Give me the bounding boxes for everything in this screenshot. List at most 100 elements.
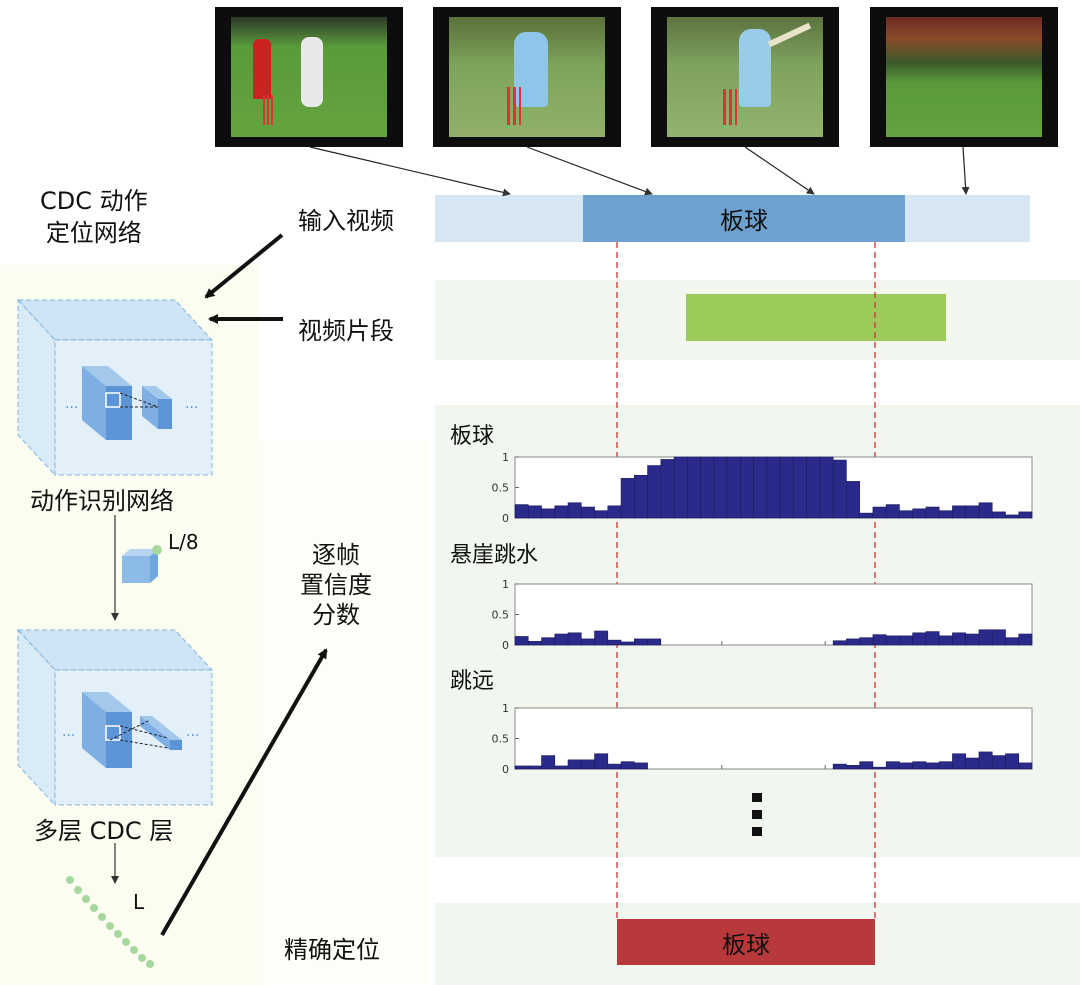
score-bar	[554, 505, 569, 519]
score-bar	[567, 759, 582, 770]
cdc-network-title: CDC 动作 定位网络	[40, 187, 148, 247]
recognition-network-cube: ··· ···	[16, 298, 214, 477]
score-bar	[527, 641, 542, 646]
l-label: L	[133, 890, 145, 914]
score-bar	[899, 635, 913, 646]
score-bar	[607, 763, 622, 770]
score-bar	[700, 456, 715, 519]
score-bar	[952, 505, 967, 519]
long-jump-score-chart: 10.50	[492, 702, 1033, 776]
l8-feature-cube	[122, 545, 162, 583]
score-bar	[978, 629, 993, 646]
score-bar	[1005, 753, 1020, 770]
score-bar	[687, 456, 701, 519]
score-bar	[594, 753, 609, 770]
score-bar	[872, 506, 887, 519]
y-tick-label: 0.5	[492, 609, 510, 622]
score-bar	[580, 506, 595, 519]
score-bar	[647, 638, 662, 646]
score-bar	[885, 761, 900, 770]
score-bar	[846, 765, 860, 770]
chart-2-title: 悬崖跳水	[450, 543, 539, 568]
score-bar	[607, 639, 622, 646]
score-bar	[952, 753, 967, 770]
video-frame-1	[215, 7, 403, 147]
video-segment-label: 视频片段	[298, 317, 394, 345]
batsman-frame-1-image	[449, 17, 605, 137]
score-bar	[753, 456, 768, 519]
svg-text:···: ···	[186, 728, 199, 744]
score-bar	[846, 481, 860, 519]
score-bar	[541, 755, 556, 770]
score-bar	[938, 761, 953, 770]
score-bar	[899, 510, 913, 519]
score-bar	[673, 456, 688, 519]
score-bar	[991, 511, 1006, 519]
svg-text:···: ···	[62, 728, 75, 744]
umpire-figure	[253, 39, 271, 99]
batsman-frame-2-image	[667, 17, 823, 137]
score-bar	[607, 505, 622, 519]
stumps	[507, 87, 521, 125]
score-bar	[554, 633, 569, 646]
score-bar	[912, 761, 927, 770]
score-bar	[819, 456, 834, 519]
frame-3-arrow	[744, 146, 815, 195]
input-video-label: 输入视频	[298, 207, 394, 235]
frame-4-arrow	[961, 146, 970, 195]
score-bar	[952, 632, 967, 646]
score-bar	[567, 632, 582, 646]
score-bar	[991, 755, 1006, 770]
action-recognition-label: 动作识别网络	[30, 487, 174, 515]
score-bar	[991, 629, 1006, 646]
score-bar	[541, 637, 556, 646]
score-bar	[872, 634, 887, 646]
y-tick-label: 0.5	[492, 482, 510, 495]
score-bar	[580, 638, 595, 646]
score-bar	[912, 508, 927, 519]
score-bar	[527, 765, 542, 770]
y-tick-label: 0	[502, 639, 509, 652]
score-bar	[832, 640, 847, 646]
score-bar	[965, 757, 980, 770]
score-bar	[594, 630, 609, 646]
score-bar	[859, 512, 874, 519]
score-bar	[938, 635, 953, 646]
input-video-bar-right	[905, 195, 1030, 242]
score-bar	[514, 504, 529, 519]
score-bar	[978, 751, 993, 770]
score-bar	[594, 510, 609, 519]
score-bar	[634, 638, 648, 646]
cricket-score-chart: 10.50	[492, 451, 1033, 525]
score-bar	[925, 506, 940, 519]
score-bar	[514, 765, 529, 770]
score-bar	[620, 478, 635, 519]
score-bar	[885, 635, 900, 646]
score-bar	[965, 633, 980, 646]
score-bar	[1018, 762, 1033, 770]
score-bar	[978, 502, 993, 519]
chart-1-title: 板球	[450, 424, 495, 449]
l8-label: L/8	[168, 530, 199, 554]
score-bar	[859, 761, 874, 770]
score-bar	[580, 759, 595, 770]
score-bar	[1005, 514, 1020, 519]
score-bar	[620, 641, 635, 646]
score-bar	[779, 456, 794, 519]
input-bar-label: 板球	[720, 207, 768, 235]
batsman-figure	[739, 29, 771, 107]
cdc-layers-cube: ··· ···	[16, 628, 214, 807]
stumps	[723, 89, 737, 125]
video-segment-bar	[686, 294, 946, 341]
score-bar	[567, 502, 582, 519]
score-bar	[726, 456, 741, 519]
input-to-network-arrow	[204, 233, 284, 299]
score-bar	[740, 456, 754, 519]
score-bar	[965, 505, 980, 519]
frame-2-arrow	[526, 146, 653, 196]
video-frame-3	[651, 7, 839, 147]
score-bar	[620, 761, 635, 770]
left-panel-background-right	[258, 440, 428, 985]
